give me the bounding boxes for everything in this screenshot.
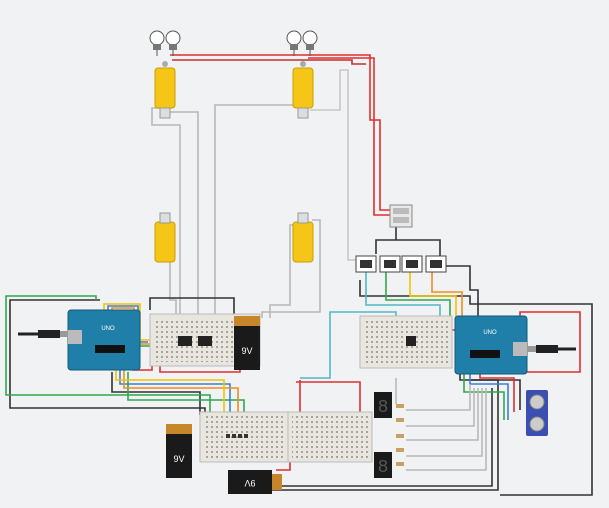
wire-gray-disp-4 — [406, 388, 483, 457]
wire-yellow-2 — [115, 368, 225, 418]
light-bulb-icon[interactable] — [286, 30, 302, 56]
breadboard-top-right[interactable] — [359, 315, 453, 369]
ic-chip — [178, 336, 192, 346]
wire-gray-disp-1 — [406, 384, 471, 411]
seven-segment-display-icon[interactable]: 8 — [374, 392, 392, 418]
wire-red-bulb-3 — [172, 59, 366, 65]
relay-icon[interactable] — [379, 255, 401, 273]
battery-label: 9V — [241, 346, 252, 356]
arduino-uno-left[interactable]: UNO — [67, 309, 141, 371]
wire-blue-1 — [107, 305, 148, 343]
wire-red-bottom-2 — [296, 381, 361, 412]
wire-dark-relay-4 — [440, 265, 479, 318]
wire-dark-battery — [149, 297, 235, 315]
bulb-group-right — [286, 30, 318, 56]
relay-icon[interactable] — [425, 255, 447, 273]
ic-chip — [406, 336, 416, 346]
wire-red-bulb-2 — [308, 57, 392, 216]
light-bulb-icon[interactable] — [302, 30, 318, 56]
battery-9v-top[interactable]: 9V — [234, 316, 260, 370]
switch-box[interactable] — [389, 204, 413, 228]
wire-cyan-relay-1 — [365, 270, 441, 318]
seven-segment-display-icon[interactable]: 8 — [374, 452, 392, 478]
wire-orange-2 — [123, 368, 239, 418]
dc-motor-icon[interactable] — [292, 61, 314, 119]
wire-yellow-relay — [409, 272, 457, 318]
wire-gray-disp-5 — [406, 388, 487, 471]
wire-green-arduino-bb — [127, 372, 245, 418]
wire-dark-sensor — [459, 372, 521, 410]
battery-9v-bottom-center[interactable]: 9V — [228, 470, 282, 494]
wire-blue-2 — [119, 368, 231, 418]
battery-label: 9V — [244, 478, 255, 488]
wire-red-bulb-1 — [170, 54, 392, 211]
wire-red-right-loop — [500, 311, 581, 373]
wire-gray-motor-4 — [310, 69, 360, 261]
dc-motor-icon[interactable] — [154, 61, 176, 119]
wire-dark-bottom-2 — [280, 388, 493, 487]
arduino-uno-right[interactable]: UNO — [454, 315, 528, 375]
wire-green-left — [5, 295, 211, 418]
ultrasonic-sensor-icon[interactable] — [526, 390, 548, 436]
bulb-group-left — [149, 30, 181, 56]
wire-gray-disp-3 — [406, 388, 479, 441]
wire-orange-relay — [431, 272, 463, 318]
dc-motor-icon[interactable] — [292, 212, 314, 263]
wire-cyan-1 — [300, 311, 397, 379]
resistor-column — [396, 404, 404, 466]
wire-gray-disp-2 — [406, 388, 475, 427]
arduino-label: UNO — [101, 326, 115, 332]
wire-dark-right-loop — [359, 280, 593, 496]
battery-9v-bottom-left[interactable]: 9V — [166, 424, 192, 478]
wire-red-sensor — [479, 372, 515, 412]
dc-motor-icon[interactable] — [154, 212, 176, 263]
light-bulb-icon[interactable] — [165, 30, 181, 56]
wire-gray-motor-7 — [261, 219, 321, 318]
svg-text:8: 8 — [378, 398, 389, 418]
wire-yellow-1 — [103, 303, 150, 341]
wire-gray-motor-2 — [170, 111, 199, 318]
arduino-label: UNO — [483, 330, 497, 336]
wire-dark-arduino-bb — [111, 372, 201, 415]
wire-blue-sensor — [469, 372, 509, 420]
breadboard-bottom-right[interactable] — [287, 411, 373, 463]
light-bulb-icon[interactable] — [149, 30, 165, 56]
wire-green-sensor — [463, 372, 505, 420]
wire-green-relay — [385, 272, 451, 318]
wire-gray-motor-3 — [214, 104, 298, 318]
relay-row — [355, 255, 447, 273]
ic-chip — [198, 336, 212, 346]
battery-label: 9V — [173, 454, 184, 464]
usb-cable-icon — [527, 345, 576, 353]
relay-icon[interactable] — [401, 255, 423, 273]
wire-dark-relay-top — [375, 239, 441, 256]
usb-cable-icon — [18, 330, 68, 338]
wire-gray-motor-1 — [151, 107, 181, 315]
relay-icon[interactable] — [355, 255, 377, 273]
svg-text:8: 8 — [378, 458, 389, 478]
breadboard-bottom-left[interactable] — [199, 411, 289, 463]
